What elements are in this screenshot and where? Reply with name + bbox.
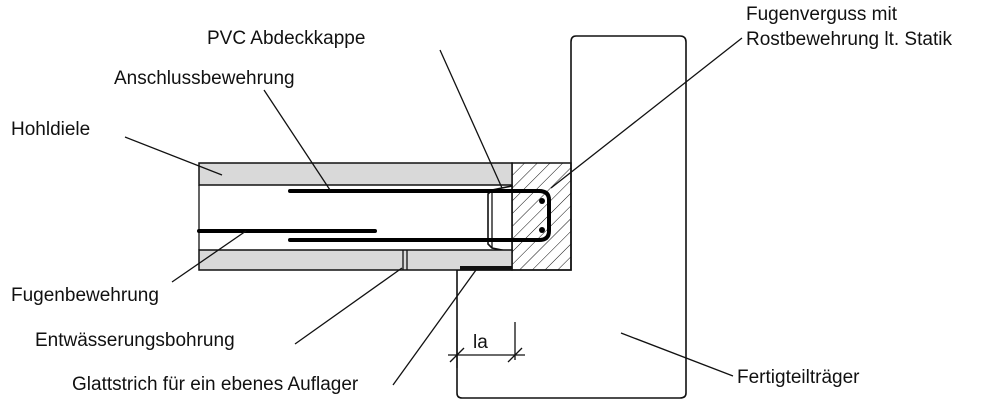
label-smooth-screed: Glattstrich für ein ebenes Auflager — [72, 374, 359, 395]
label-connection-rebar: Anschlussbewehrung — [114, 68, 295, 89]
grout-stirrup — [537, 189, 551, 242]
label-bearing-length: la — [473, 332, 488, 353]
label-hollow-slab: Hohldiele — [11, 119, 90, 140]
hollow-slab-bottom — [198, 249, 513, 271]
label-grout-line2: Rostbewehrung lt. Statik — [746, 29, 952, 50]
label-pvc-cap: PVC Abdeckkappe — [207, 28, 365, 49]
label-drain-hole: Entwässerungsbohrung — [35, 330, 235, 351]
hollow-slab-top — [198, 162, 513, 186]
smooth-screed — [460, 266, 512, 270]
label-joint-rebar: Fugenbewehrung — [11, 285, 159, 306]
label-precast-beam: Fertigteilträger — [737, 367, 860, 388]
label-grout-line1: Fugenverguss mit — [746, 4, 898, 25]
